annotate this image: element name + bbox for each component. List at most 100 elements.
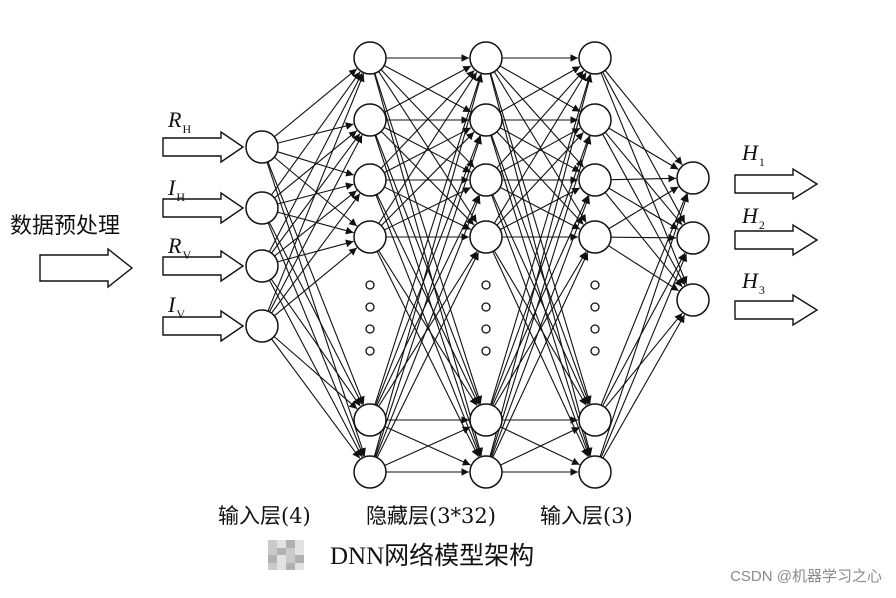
block-arrows: [39, 130, 819, 343]
connection-edge: [270, 278, 361, 407]
connection-edge: [491, 195, 590, 458]
output-layer-label: 输入层(3): [540, 504, 633, 528]
connection-edge: [375, 195, 481, 458]
input-block-arrow: [162, 249, 245, 283]
input-label-rh: RH: [168, 107, 192, 136]
connection-edge: [608, 127, 679, 170]
hidden3-neuron: [578, 403, 612, 437]
connection-edge: [383, 65, 472, 113]
hidden3-neuron: [578, 163, 612, 197]
connection-edge: [376, 252, 479, 458]
hidden1-neuron: [353, 455, 387, 489]
connection-edge: [490, 135, 591, 406]
ellipsis-dot: [481, 346, 491, 356]
connection-edge: [266, 162, 366, 457]
input-neuron: [245, 309, 279, 343]
hidden2-neuron: [469, 455, 503, 489]
connection-edge: [378, 251, 478, 407]
hidden2-neuron: [469, 41, 503, 75]
connection-edge: [267, 222, 365, 457]
connection-edge: [378, 71, 478, 224]
connection-edge: [273, 336, 358, 410]
connection-edge: [599, 193, 689, 457]
hidden2-neuron: [469, 103, 503, 137]
connection-edge: [602, 133, 686, 286]
output-neuron: [676, 283, 710, 317]
connection-edge: [490, 74, 592, 405]
connection-edge: [604, 70, 683, 166]
preprocess-block-arrow: [39, 247, 134, 289]
connection-edge: [600, 253, 688, 458]
ellipsis-dot: [365, 324, 375, 334]
connection-edge: [380, 131, 475, 227]
ellipsis-dot: [590, 280, 600, 290]
input-block-arrow: [162, 191, 245, 225]
connection-edge: [383, 127, 472, 174]
connection-edge: [380, 69, 475, 169]
connection-edge: [492, 252, 589, 458]
connection-edge: [602, 252, 686, 407]
connection-edge: [375, 135, 481, 406]
connection-edge: [384, 426, 471, 466]
input-label-rv: RV: [168, 233, 192, 262]
input-neuron: [245, 130, 279, 164]
connection-edge: [610, 174, 677, 183]
ellipsis-dot: [365, 280, 375, 290]
connection-edge: [499, 127, 581, 173]
output-label-h3: H3: [742, 268, 765, 297]
connection-edge: [608, 187, 679, 230]
connection-edges: [266, 54, 689, 476]
input-block-arrow: [162, 309, 245, 343]
connection-edge: [268, 279, 363, 458]
input-label-iv: IV: [168, 292, 185, 321]
input-neuron: [245, 249, 279, 283]
hidden3-neuron: [578, 220, 612, 254]
connection-edge: [267, 73, 365, 312]
connection-edge: [496, 70, 585, 169]
connection-edge: [268, 72, 363, 253]
output-block-arrow: [734, 167, 819, 201]
hidden1-neuron: [353, 103, 387, 137]
connection-edge: [610, 233, 677, 242]
connection-edge: [500, 426, 580, 466]
hidden1-neuron: [353, 41, 387, 75]
connection-edge: [271, 338, 361, 459]
hidden3-neuron: [578, 455, 612, 489]
connection-edge: [277, 211, 354, 235]
output-neuron: [676, 161, 710, 195]
connection-edge: [499, 65, 581, 113]
ellipsis-dot: [481, 302, 491, 312]
hidden2-neuron: [469, 403, 503, 437]
hidden3-neuron: [578, 41, 612, 75]
output-neuron: [676, 221, 710, 255]
connection-edge: [373, 74, 484, 457]
connection-edge: [492, 195, 589, 406]
ellipsis-dot: [365, 346, 375, 356]
hidden1-neuron: [353, 220, 387, 254]
connection-edge: [277, 239, 354, 263]
preprocess-label: 数据预处理: [10, 214, 121, 239]
hidden3-neuron: [578, 103, 612, 137]
neuron-nodes: [245, 41, 710, 489]
connection-edge: [274, 130, 358, 199]
input-block-arrow: [162, 130, 245, 164]
figure-caption: DNN网络模型架构: [330, 543, 535, 570]
connection-edge: [374, 74, 483, 405]
ellipsis-dot: [365, 302, 375, 312]
connection-edge: [273, 68, 358, 138]
hidden-layer-label: 隐藏层(3*32): [366, 504, 496, 528]
connection-edge: [608, 245, 679, 292]
connection-edge: [271, 193, 361, 314]
output-label-h2: H2: [742, 203, 765, 232]
ellipsis-dot: [590, 324, 600, 334]
connection-edge: [600, 193, 688, 406]
output-block-arrow: [734, 223, 819, 257]
connection-edge: [376, 195, 480, 406]
input-layer-label: 输入层(4): [218, 504, 311, 528]
connection-edge: [499, 187, 581, 231]
connection-edge: [489, 74, 593, 457]
hidden1-neuron: [353, 163, 387, 197]
connection-edge: [604, 192, 683, 288]
ellipsis-dot: [590, 346, 600, 356]
